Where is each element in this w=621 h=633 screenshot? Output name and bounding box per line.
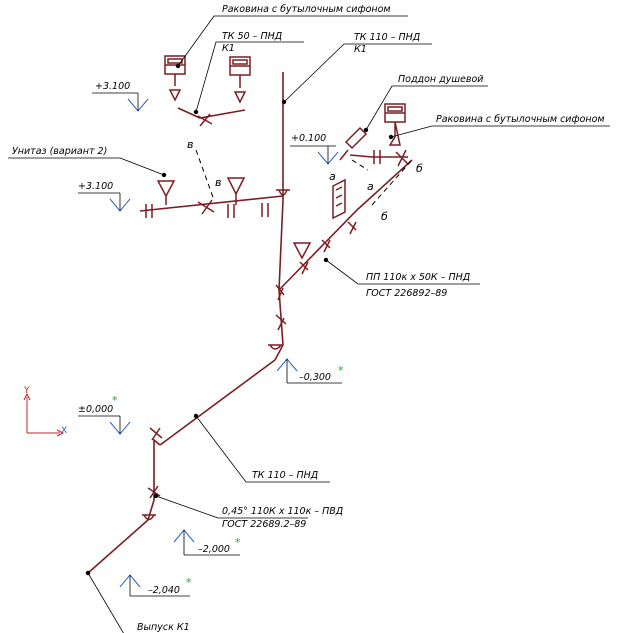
leader-dots xyxy=(85,63,394,576)
level-0000: ±0,000 xyxy=(78,404,113,415)
axis-y-label: Y xyxy=(23,386,30,396)
callout-bend-std: ГОСТ 22689.2–89 xyxy=(222,519,306,530)
callout-reducer-std: ГОСТ 226892–89 xyxy=(366,288,447,299)
pipe-network xyxy=(87,72,413,574)
connection-marks: в в а а б б xyxy=(187,138,423,223)
callout-labels: Раковина с бутылочным сифоном ТК 50 – ПН… xyxy=(12,4,605,633)
toilet-fixture-left xyxy=(156,180,176,205)
sink-right xyxy=(384,103,406,146)
callout-shower-tray: Поддон душевой xyxy=(398,74,483,85)
callout-tk50: ТК 50 – ПНД xyxy=(222,31,282,42)
level-labels: +3.100 +0.100 +3.100 –0,300 * ±0,000 * –… xyxy=(78,81,344,596)
callout-toilet: Унитаз (вариант 2) xyxy=(12,146,107,157)
fitting-branch-c xyxy=(347,221,357,235)
fitting-toilet-a xyxy=(145,204,153,218)
star-m2040: * xyxy=(186,576,192,589)
level-mark-0100 xyxy=(290,145,339,165)
level-marks xyxy=(78,92,342,597)
fitting-toilet-c xyxy=(261,203,269,217)
level-mark-3100-a xyxy=(92,92,149,112)
mark-a-left: а xyxy=(329,170,336,183)
down-pipe xyxy=(147,438,161,521)
tee-top xyxy=(276,189,290,196)
coordinate-axis: Y X xyxy=(23,386,67,437)
fitting-branch-b xyxy=(321,239,331,253)
mark-b-upper: б xyxy=(416,162,423,175)
fitting-stack-b xyxy=(275,314,287,331)
mark-b-lower: б xyxy=(381,210,388,223)
branch-right xyxy=(278,159,413,291)
fitting-stack-c xyxy=(268,344,282,350)
branch-sink-top xyxy=(177,107,246,119)
fitting-main-b xyxy=(147,485,161,499)
level-3100-a: +3.100 xyxy=(95,81,130,92)
level-0100: +0.100 xyxy=(291,133,326,144)
level-mark-m0300 xyxy=(276,358,342,384)
level-mark-0000 xyxy=(78,415,131,435)
horizontal-main xyxy=(159,359,276,446)
fixtures xyxy=(156,55,406,260)
level-mark-3100-b xyxy=(78,192,131,212)
axis-x-label: X xyxy=(61,426,67,436)
mark-a-right: а xyxy=(367,180,374,193)
fitting-shower-a xyxy=(373,150,381,164)
callout-tk110-mid: ТК 110 – ПНД xyxy=(252,470,318,481)
leader-lines xyxy=(8,15,610,633)
cistern-fixture xyxy=(332,178,346,220)
mark-v-upper: в xyxy=(187,138,193,151)
callout-sink-right: Раковина с бутылочным сифоном xyxy=(436,114,605,125)
outlet-pipe xyxy=(87,519,149,574)
level-mark-m2040 xyxy=(119,574,190,597)
callout-bend: 0,45° 110К х 110к – ПВД xyxy=(222,506,343,517)
level-m2000: –2,000 xyxy=(198,544,230,555)
fitting-stack-a xyxy=(275,284,285,301)
callout-tk50-sub: К1 xyxy=(222,43,235,54)
fitting-toilet-b xyxy=(227,204,235,218)
dashed-connectors xyxy=(195,149,413,206)
level-m0300: –0,300 xyxy=(299,372,331,383)
fitting-toilet-d xyxy=(197,199,215,215)
sink-top-left xyxy=(164,55,186,102)
branch-toilet xyxy=(139,195,284,212)
toilet-fixture-right xyxy=(226,177,246,205)
fitting-main-c xyxy=(142,514,156,521)
level-3100-b: +3.100 xyxy=(78,181,113,192)
mark-v-lower: в xyxy=(215,176,221,189)
callout-outlet: Выпуск К1 xyxy=(137,622,190,633)
toilet-fixture-branch xyxy=(292,242,312,260)
fitting-branch-a xyxy=(299,261,309,275)
stack-lower xyxy=(274,289,284,361)
callout-tk110-top-sub: К1 xyxy=(354,44,367,55)
star-m0300: * xyxy=(338,364,344,377)
level-mark-m2000 xyxy=(173,529,240,556)
fitting-main-a xyxy=(149,427,163,441)
riser-k1 xyxy=(278,72,284,291)
shower-tray-fixture xyxy=(339,126,368,161)
callout-reducer: ПП 110к х 50К – ПНД xyxy=(366,272,470,283)
fitting-sink-right-a xyxy=(395,149,409,167)
branch-shower xyxy=(349,154,408,158)
callout-sink-top: Раковина с бутылочным сифоном xyxy=(222,4,391,15)
sink-top-right xyxy=(229,56,251,104)
star-0000: * xyxy=(112,394,118,407)
pipe-fittings xyxy=(142,113,409,521)
level-m2040: –2,040 xyxy=(148,585,180,596)
callout-tk110-top: ТК 110 – ПНД xyxy=(354,32,420,43)
fitting-sink-top-a xyxy=(197,113,213,127)
star-m2000: * xyxy=(235,536,241,549)
